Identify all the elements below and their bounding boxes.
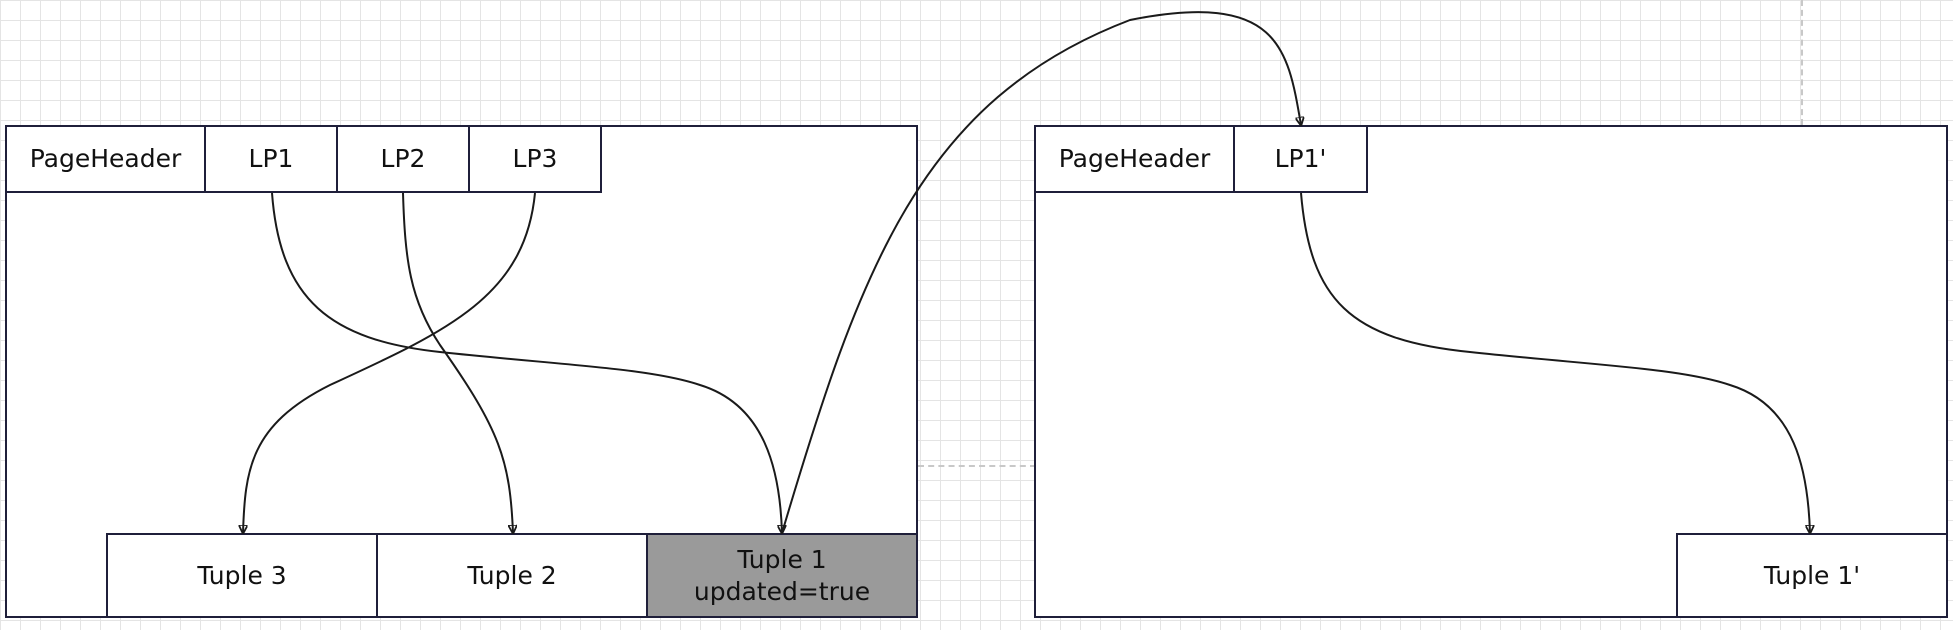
arrow-lp1-to-tuple-1: [271, 192, 782, 533]
arrow-tuple-1-to-lp1-prime: [781, 11, 1301, 534]
line-pointer-lp1: LP1: [204, 125, 338, 193]
page-header-right: PageHeader: [1034, 125, 1235, 193]
dashed-guide-horizontal: [918, 465, 1036, 467]
line-pointer-lp1-prime: LP1': [1233, 125, 1368, 193]
line-pointer-lp3: LP3: [468, 125, 602, 193]
tuple-1-updated-flag: updated=true: [693, 576, 871, 606]
tuple-1-prime: Tuple 1': [1676, 533, 1948, 618]
arrow-lp2-to-tuple-2: [402, 192, 513, 533]
dashed-guide-vertical: [1801, 0, 1803, 125]
arrow-lp1-prime-to-tuple-1-prime: [1300, 192, 1810, 533]
page-header-left: PageHeader: [5, 125, 206, 193]
tuple-1-label: Tuple 1: [737, 545, 827, 575]
arrow-lp3-to-tuple-3: [243, 192, 536, 533]
